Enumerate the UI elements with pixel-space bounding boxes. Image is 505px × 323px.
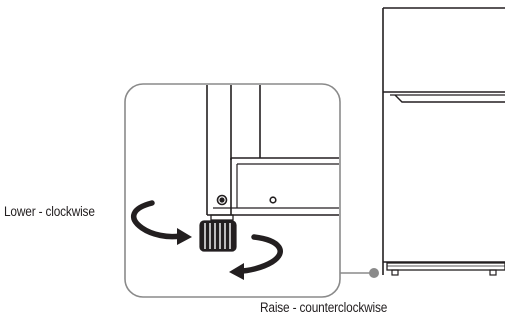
lower-clockwise-label: Lower - clockwise [4, 204, 95, 219]
refrigerator-illustration [382, 7, 505, 276]
raise-counterclockwise-label: Raise - counterclockwise [260, 300, 388, 315]
door-handle [394, 94, 505, 103]
knob-body [199, 220, 237, 252]
fridge-base-grille [386, 262, 505, 271]
hinge-screw-icon [216, 194, 228, 206]
detail-closeup [206, 85, 339, 221]
fridge-foot-right [489, 269, 497, 276]
curved-arrow-counterclockwise-icon [229, 234, 283, 280]
knob-ridges [204, 223, 231, 249]
door-hole-icon [269, 196, 277, 204]
callout-dot-icon [369, 268, 379, 278]
foot-stem [210, 214, 234, 221]
callout-connector [340, 268, 379, 278]
hinge-screw-center [219, 197, 225, 203]
detail-callout-box [124, 83, 341, 298]
leveling-foot-knob-icon [199, 220, 237, 252]
callout-frame [124, 83, 341, 298]
curved-arrow-clockwise-icon [131, 200, 192, 245]
fridge-foot-left [391, 269, 399, 276]
